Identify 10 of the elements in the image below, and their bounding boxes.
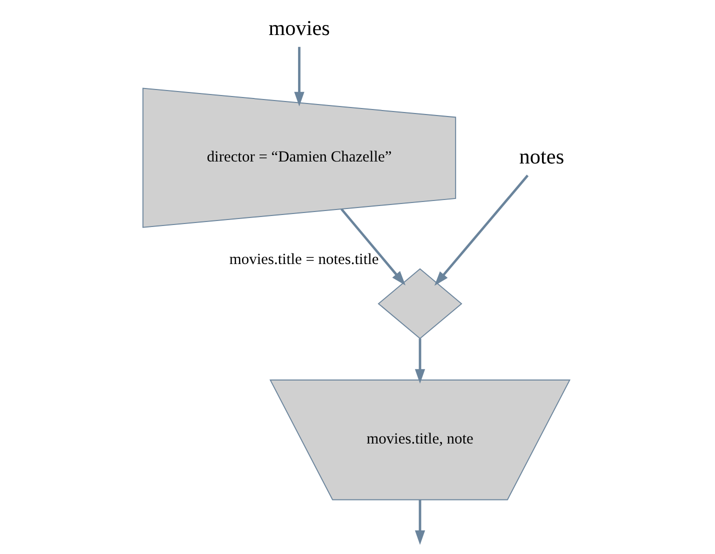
arrow: [434, 174, 529, 286]
node-text: movies: [268, 16, 330, 40]
arrow: [294, 46, 304, 106]
arrow: [340, 208, 406, 286]
node-text: notes: [519, 144, 564, 168]
node-bowtie: [378, 268, 462, 340]
node-label: movies.title = notes.title: [229, 250, 379, 268]
node-box: director = “Damien Chazelle”: [142, 88, 456, 228]
arrow: [414, 338, 426, 384]
arrow: [414, 500, 426, 545]
